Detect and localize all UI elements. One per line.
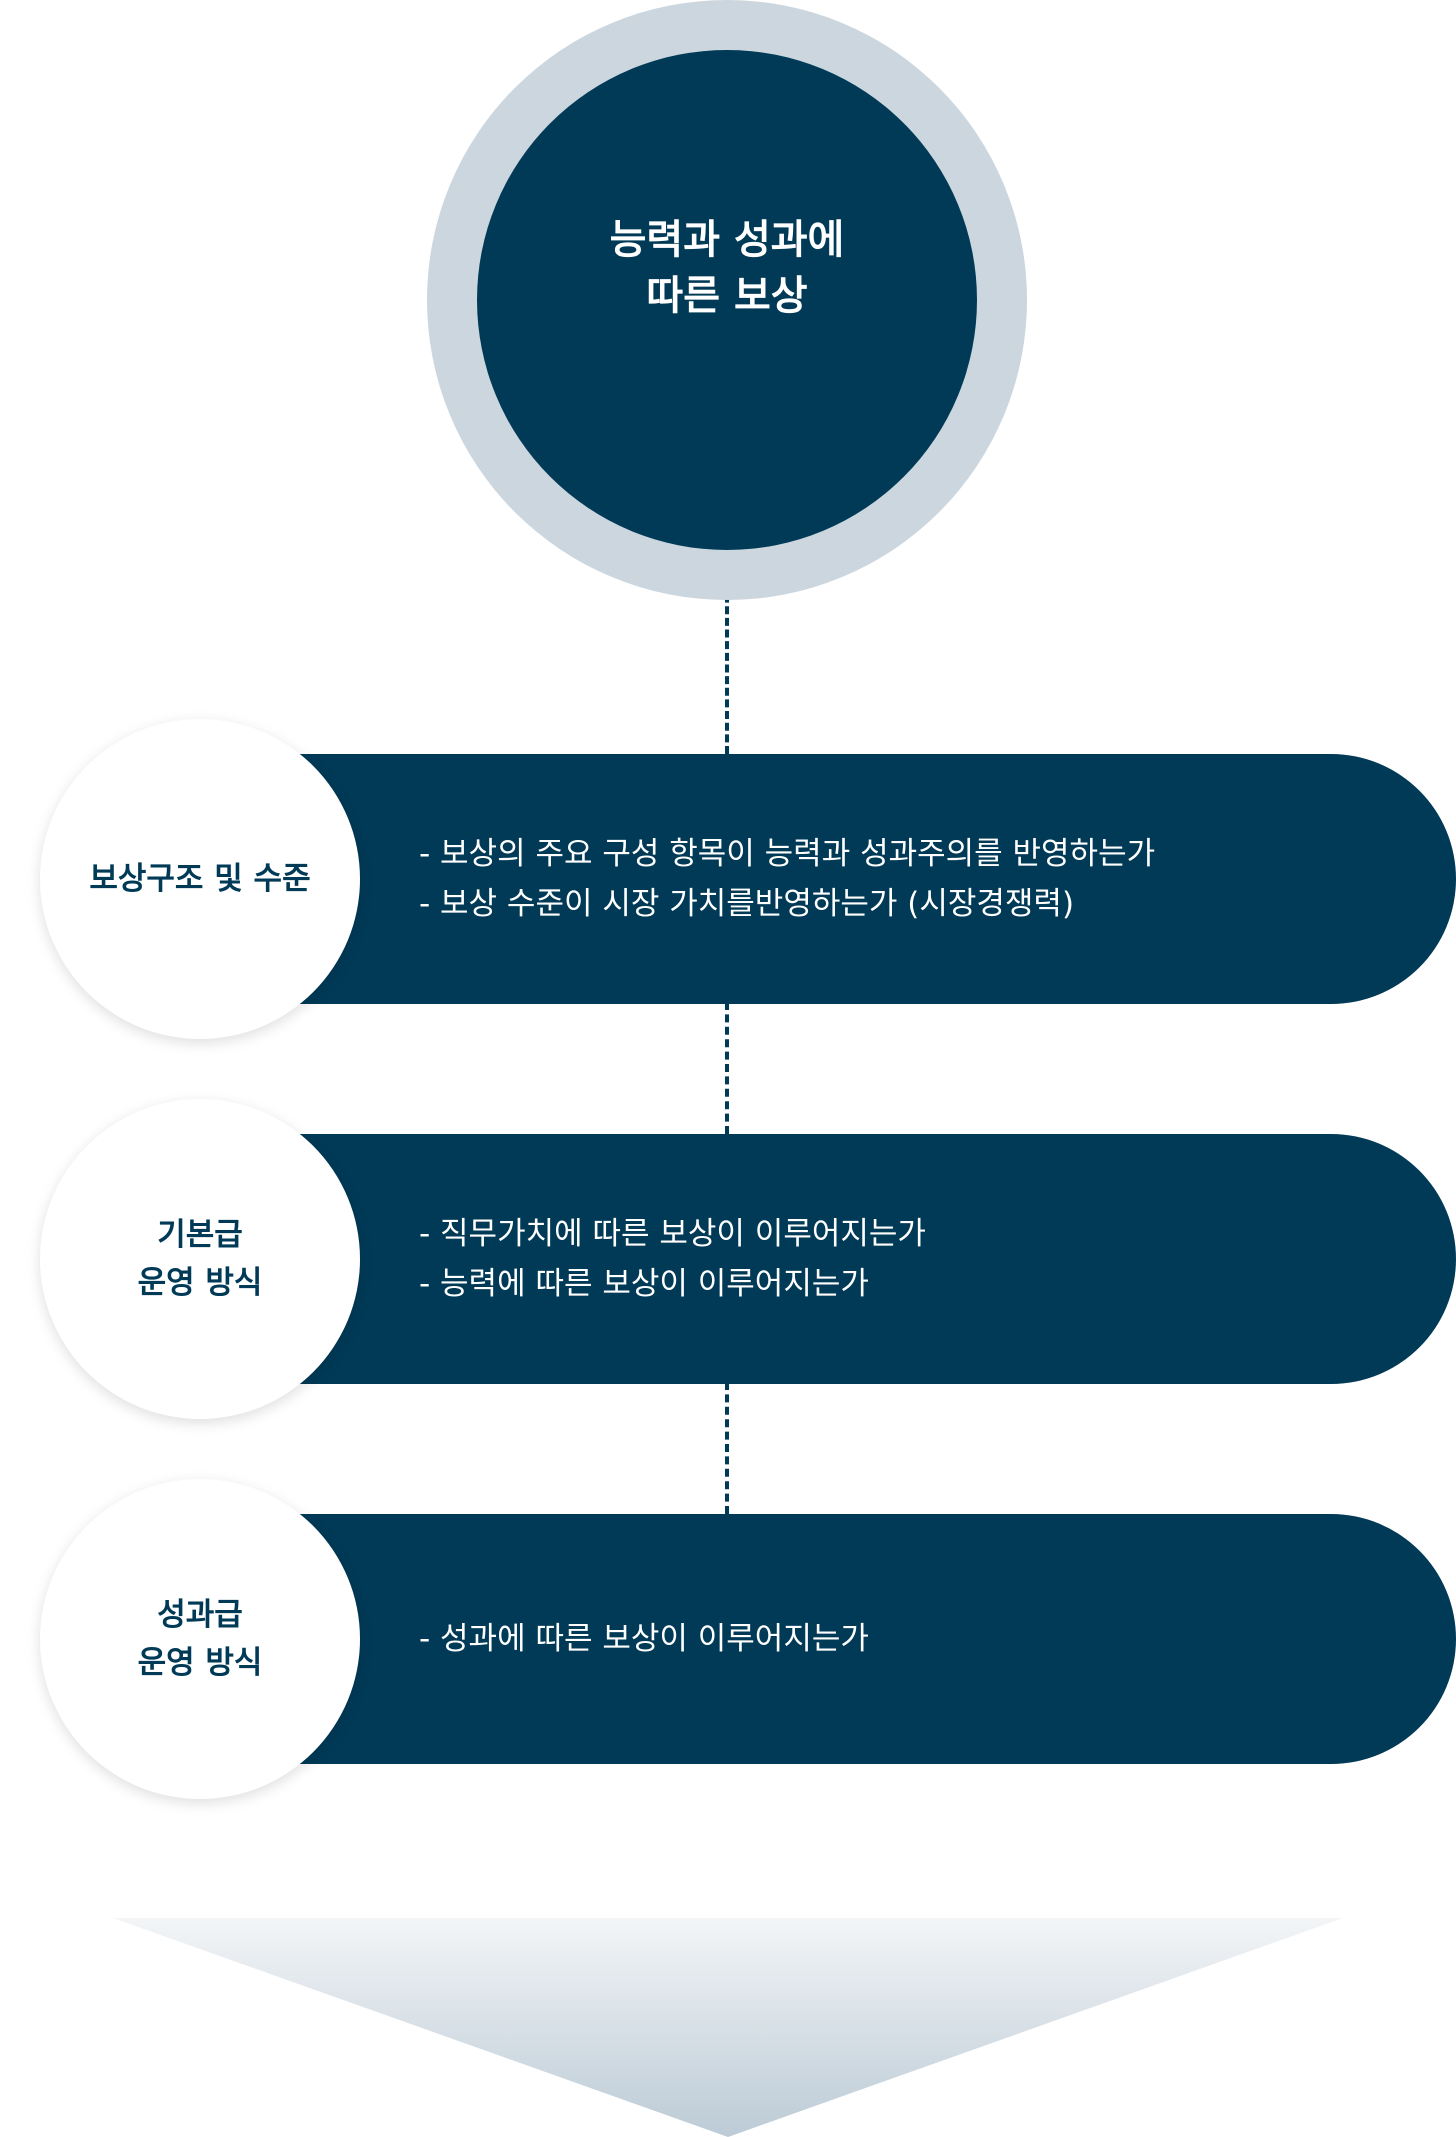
category-label: 운영 방식: [137, 1645, 263, 1681]
category-circle: 보상구조 및 수준: [40, 719, 360, 1039]
criteria-bar: - 성과에 따른 보상이 이루어지는가: [272, 1514, 1456, 1764]
down-arrow-icon: [113, 1918, 1343, 2137]
category-label: 기본급: [157, 1217, 243, 1253]
criteria-item: - 직무가치에 따른 보상이 이루어지는가: [419, 1216, 926, 1252]
category-label: 운영 방식: [137, 1265, 263, 1301]
category-circle: 기본급 운영 방식: [40, 1099, 360, 1419]
criteria-list: - 보상의 주요 구성 항목이 능력과 성과주의를 반영하는가 - 보상 수준이…: [419, 754, 1155, 1004]
criteria-bar: - 보상의 주요 구성 항목이 능력과 성과주의를 반영하는가 - 보상 수준이…: [272, 754, 1456, 1004]
center-title-line: 따른 보상: [646, 272, 808, 319]
category-circle: 성과급 운영 방식: [40, 1479, 360, 1799]
connector-dashed-line: [725, 1002, 729, 1134]
criteria-item: - 능력에 따른 보상이 이루어지는가: [419, 1266, 869, 1302]
criteria-item: - 보상의 주요 구성 항목이 능력과 성과주의를 반영하는가: [419, 836, 1156, 872]
criteria-item: - 보상 수준이 시장 가치를반영하는가 (시장경쟁력): [419, 886, 1075, 922]
connector-dashed-line: [725, 548, 729, 754]
center-title: 능력과 성과에 따른 보상: [610, 212, 845, 324]
criteria-item: - 성과에 따른 보상이 이루어지는가: [419, 1621, 869, 1657]
connector-dashed-line: [725, 1382, 729, 1514]
criteria-bar: - 직무가치에 따른 보상이 이루어지는가 - 능력에 따른 보상이 이루어지는…: [272, 1134, 1456, 1384]
center-title-line: 능력과 성과에: [609, 216, 845, 263]
category-label: 성과급: [157, 1597, 243, 1633]
criteria-list: - 직무가치에 따른 보상이 이루어지는가 - 능력에 따른 보상이 이루어지는…: [419, 1134, 926, 1384]
criteria-list: - 성과에 따른 보상이 이루어지는가: [419, 1514, 869, 1764]
center-circle: 능력과 성과에 따른 보상: [477, 50, 977, 550]
category-label: 보상구조 및 수준: [89, 861, 311, 897]
